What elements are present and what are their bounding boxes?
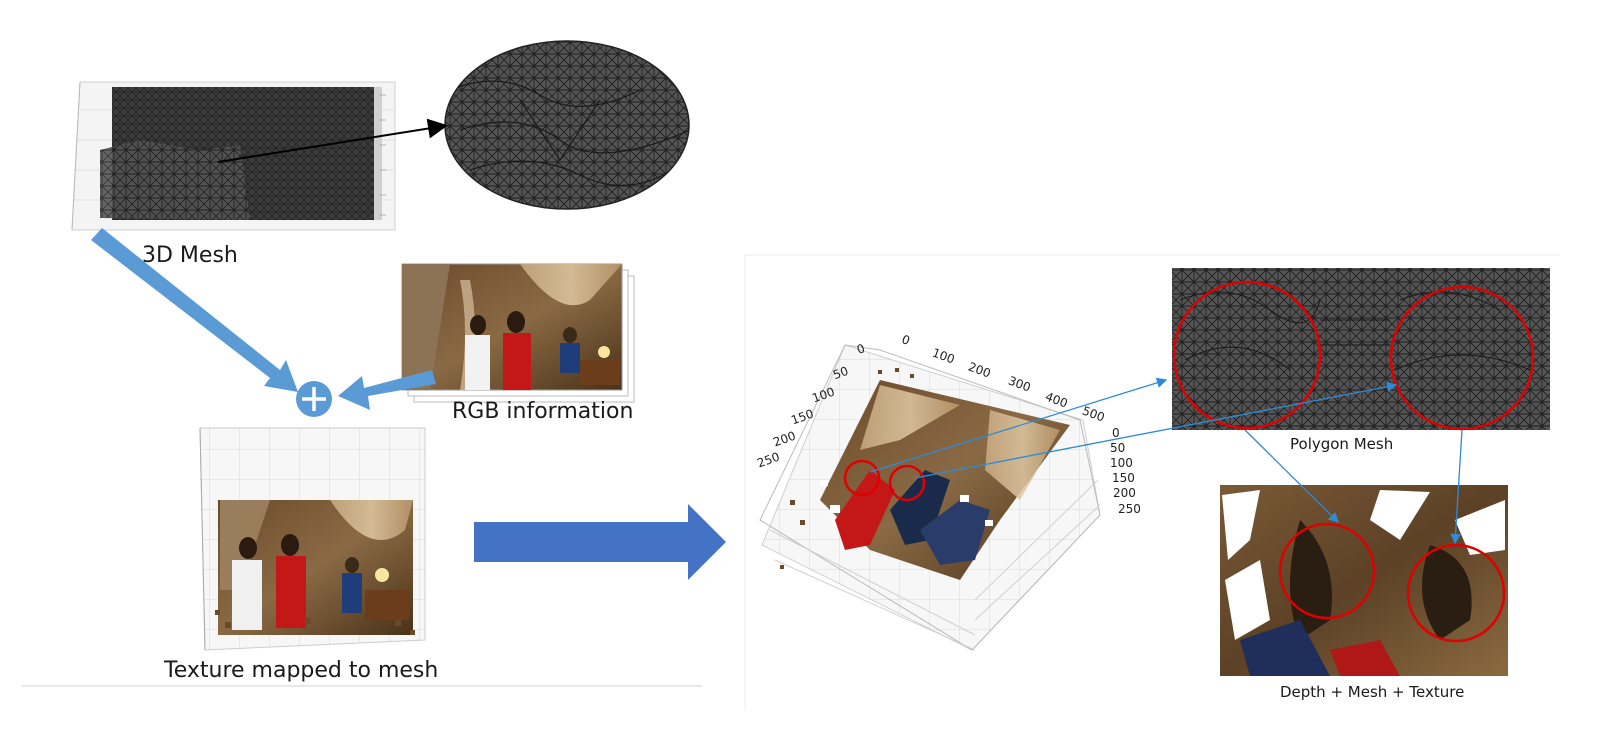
texture-label: Texture mapped to mesh <box>164 658 439 683</box>
combined-label: Depth + Mesh + Texture <box>1280 683 1465 701</box>
rgb-to-merge-arrow <box>338 370 436 410</box>
polygon-highlight-left <box>1172 280 1322 430</box>
polygon-highlight-right <box>1389 285 1535 431</box>
texture-highlight-left <box>1278 522 1376 620</box>
zoom-pointer-arrow <box>217 118 448 163</box>
z-tick: 0 <box>1112 426 1120 440</box>
polygon-mesh-label: Polygon Mesh <box>1290 435 1394 453</box>
mesh-zoom-ellipse <box>444 40 690 210</box>
rgb-label: RGB information <box>452 399 634 424</box>
texture-mapped-plot <box>199 427 426 651</box>
texture-highlight-right <box>1406 543 1506 643</box>
z-tick: 100 <box>1110 456 1133 470</box>
result-3d-plot <box>759 344 1101 651</box>
mesh-to-merge-arrow <box>91 228 298 392</box>
rgb-image-stack <box>401 263 635 403</box>
highlight-circle-right <box>888 464 926 502</box>
depth-mesh-texture-image <box>1220 485 1508 676</box>
to-result-arrow <box>474 504 726 580</box>
merge-plus-icon <box>296 381 332 417</box>
z-tick: 150 <box>1112 471 1135 485</box>
polygon-mesh-image <box>1172 268 1550 431</box>
mesh-label: 3D Mesh <box>142 243 238 268</box>
z-tick: 250 <box>1118 502 1141 516</box>
correspondence-pointers <box>869 377 1463 545</box>
z-tick: 50 <box>1110 441 1126 455</box>
highlight-circle-left <box>843 459 881 497</box>
z-tick: 200 <box>1113 486 1136 500</box>
mesh-3d-figure <box>71 81 396 231</box>
